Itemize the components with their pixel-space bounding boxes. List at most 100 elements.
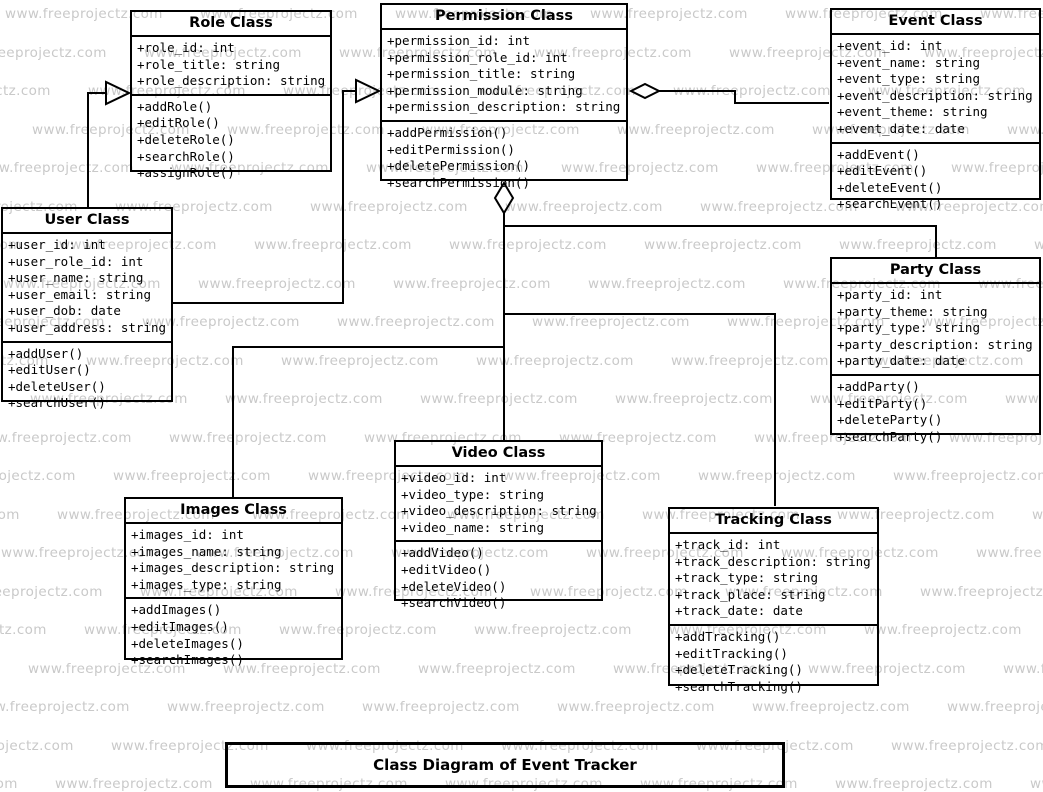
attribute-line: +track_type: string	[675, 570, 818, 586]
attribute-line: +party_id: int	[837, 287, 943, 302]
class-title: Party Class	[832, 259, 1039, 284]
class-attributes: +permission_id: int+permission_role_id: …	[382, 30, 626, 122]
attribute-line: +event_description: string	[837, 87, 1033, 103]
class-title: Event Class	[832, 10, 1039, 35]
class-box-event: Event Class +event_id: int+event_name: s…	[830, 8, 1041, 211]
attribute-line: +user_address: string	[8, 319, 167, 335]
method-line: +searchParty()	[837, 428, 943, 444]
method-line: +searchEvent()	[837, 196, 943, 212]
aggregation-permission-to-event	[628, 82, 829, 104]
attribute-line: +role_id: int	[137, 40, 235, 55]
generalization-arrow-icon	[105, 80, 132, 106]
method-line: +deleteEvent()	[837, 179, 943, 195]
attribute-line: +permission_module: string	[387, 82, 583, 98]
attribute-line: +images_id: int	[131, 527, 244, 542]
class-methods: +addVideo()+editVideo()+deleteVideo()+se…	[396, 542, 601, 615]
attribute-line: +event_date: date	[837, 120, 965, 136]
attribute-line: +track_date: date	[675, 603, 803, 619]
method-line: +addEvent()	[837, 146, 920, 162]
diagram-title-box: Class Diagram of Event Tracker	[225, 742, 785, 788]
class-methods: +addImages()+editImages()+deleteImages()…	[126, 599, 341, 672]
class-attributes: +track_id: int+track_description: string…	[670, 534, 877, 626]
attribute-line: +user_id: int	[8, 237, 106, 252]
method-line: +searchUser()	[8, 395, 106, 411]
attribute-line: +user_email: string	[8, 286, 151, 302]
generalization-user-to-permission	[173, 78, 382, 304]
attribute-line: +permission_title: string	[387, 66, 576, 82]
method-line: +addParty()	[837, 378, 920, 394]
class-box-images: Images Class +images_id: int+images_name…	[124, 497, 343, 667]
attribute-line: +video_description: string	[401, 503, 597, 519]
method-line: +editEvent()	[837, 163, 928, 179]
class-title: User Class	[3, 209, 171, 234]
class-title: Video Class	[396, 442, 601, 467]
method-line: +editParty()	[837, 395, 928, 411]
class-methods: +addPermission()+editPermission()+delete…	[382, 122, 626, 195]
class-box-tracking: Tracking Class +track_id: int+track_desc…	[668, 507, 879, 694]
attribute-line: +party_date: date	[837, 353, 965, 369]
attribute-line: +permission_role_id: int	[387, 49, 568, 65]
diagram-title: Class Diagram of Event Tracker	[373, 756, 637, 774]
attribute-line: +role_description: string	[137, 73, 326, 89]
attribute-line: +permission_id: int	[387, 33, 530, 48]
class-attributes: +role_id: int+role_title: string+role_de…	[132, 37, 330, 96]
class-title: Images Class	[126, 499, 341, 524]
method-line: +deleteRole()	[137, 131, 235, 147]
attribute-line: +event_id: int	[837, 38, 943, 53]
method-line: +deleteTracking()	[675, 662, 803, 678]
method-line: +assignRole()	[137, 165, 235, 181]
method-line: +editPermission()	[387, 141, 515, 157]
class-attributes: +images_id: int+images_name: string+imag…	[126, 524, 341, 600]
attribute-line: +user_dob: date	[8, 303, 121, 319]
attribute-line: +track_description: string	[675, 553, 871, 569]
method-line: +addUser()	[8, 345, 84, 361]
class-title: Permission Class	[382, 5, 626, 30]
attribute-line: +video_id: int	[401, 470, 507, 485]
attribute-line: +user_role_id: int	[8, 253, 144, 269]
attribute-line: +permission_description: string	[387, 99, 621, 115]
class-methods: +addRole()+editRole()+deleteRole()+searc…	[132, 96, 330, 186]
method-line: +editUser()	[8, 362, 91, 378]
method-line: +deleteParty()	[837, 412, 943, 428]
method-line: +searchTracking()	[675, 678, 803, 694]
class-methods: +addTracking()+editTracking()+deleteTrac…	[670, 626, 877, 699]
generalization-arrow-icon	[355, 78, 382, 104]
attribute-line: +party_type: string	[837, 320, 980, 336]
method-line: +editTracking()	[675, 645, 788, 661]
attribute-line: +user_name: string	[8, 270, 144, 286]
class-box-party: Party Class +party_id: int+party_theme: …	[830, 257, 1041, 444]
method-line: +deletePermission()	[387, 158, 530, 174]
method-line: +addImages()	[131, 602, 222, 618]
method-line: +deleteUser()	[8, 378, 106, 394]
attribute-line: +event_type: string	[837, 71, 980, 87]
method-line: +editVideo()	[401, 561, 492, 577]
method-line: +editRole()	[137, 115, 220, 131]
attribute-line: +video_type: string	[401, 486, 544, 502]
class-attributes: +event_id: int+event_name: string+event_…	[832, 35, 1039, 144]
method-line: +addTracking()	[675, 628, 781, 644]
method-line: +addPermission()	[387, 124, 508, 140]
attribute-line: +images_name: string	[131, 543, 282, 559]
class-methods: +addEvent()+editEvent()+deleteEvent()+se…	[832, 144, 1039, 217]
class-box-permission: Permission Class +permission_id: int+per…	[380, 3, 628, 190]
class-attributes: +party_id: int+party_theme: string+party…	[832, 284, 1039, 376]
attribute-line: +event_theme: string	[837, 104, 988, 120]
class-attributes: +user_id: int+user_role_id: int+user_nam…	[3, 234, 171, 343]
class-title: Tracking Class	[670, 509, 877, 534]
method-line: +searchImages()	[131, 652, 244, 668]
attribute-line: +images_description: string	[131, 560, 335, 576]
attribute-line: +video_name: string	[401, 519, 544, 535]
attribute-line: +track_id: int	[675, 537, 781, 552]
class-box-role: Role Class +role_id: int+role_title: str…	[130, 10, 332, 180]
class-box-user: User Class +user_id: int+user_role_id: i…	[1, 207, 173, 410]
aggregation-permission-to-children	[232, 181, 937, 506]
attribute-line: +track_place: string	[675, 586, 826, 602]
aggregation-diamond-icon	[628, 82, 662, 100]
attribute-line: +role_title: string	[137, 56, 280, 72]
class-methods: +addParty()+editParty()+deleteParty()+se…	[832, 376, 1039, 449]
class-title: Role Class	[132, 12, 330, 37]
method-line: +searchPermission()	[387, 174, 530, 190]
attribute-line: +event_name: string	[837, 54, 980, 70]
